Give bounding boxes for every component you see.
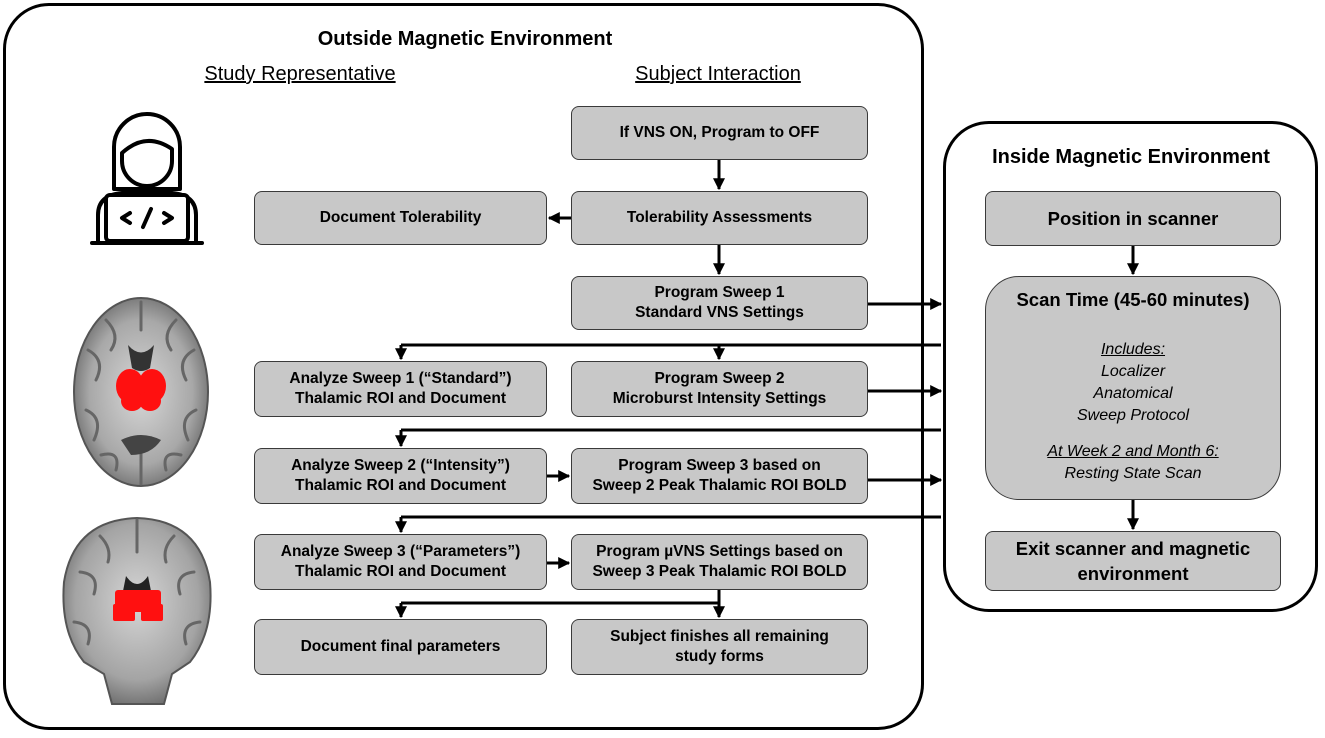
includes-item: Anatomical: [1093, 385, 1173, 402]
includes-item: Sweep Protocol: [1076, 407, 1190, 424]
study-representative-heading: Study Representative: [204, 63, 396, 85]
includes-item: Localizer: [1100, 363, 1166, 380]
program-sweep-1-line2: Standard VNS Settings: [635, 304, 804, 321]
document-final-parameters-label: Document final parameters: [300, 638, 501, 655]
vns-off-label: If VNS ON, Program to OFF: [619, 124, 820, 141]
analyze-sweep-1-line2: Thalamic ROI and Document: [294, 390, 506, 407]
coronal-brain-image: [62, 516, 212, 705]
analyze-sweep-2-box: Analyze Sweep 2 (“Intensity”) Thalamic R…: [254, 448, 547, 504]
resting-state-item: Resting State Scan: [1064, 465, 1202, 482]
scan-time-title: Scan Time (45-60 minutes): [1016, 289, 1250, 310]
program-uvns-line2: Sweep 3 Peak Thalamic ROI BOLD: [592, 563, 847, 580]
program-sweep-3-line2: Sweep 2 Peak Thalamic ROI BOLD: [592, 477, 847, 494]
analyze-sweep-2-line1: Analyze Sweep 2 (“Intensity”): [291, 457, 510, 474]
analyze-sweep-3-box: Analyze Sweep 3 (“Parameters”) Thalamic …: [254, 534, 547, 590]
program-sweep-3-box: Program Sweep 3 based on Sweep 2 Peak Th…: [571, 448, 868, 504]
inside-title: Inside Magnetic Environment: [992, 146, 1270, 168]
subject-interaction-heading: Subject Interaction: [635, 63, 801, 85]
scan-time-box: Scan Time (45-60 minutes) Includes: Loca…: [985, 276, 1281, 500]
laptop-user-icon: [90, 112, 204, 245]
document-tolerability-box: Document Tolerability: [254, 191, 547, 245]
analyze-sweep-3-line2: Thalamic ROI and Document: [294, 563, 506, 580]
program-sweep-2-line2: Microburst Intensity Settings: [612, 390, 827, 407]
position-in-scanner-label: Position in scanner: [1047, 208, 1219, 229]
program-sweep-1-line1: Program Sweep 1: [654, 284, 785, 301]
analyze-sweep-3-line1: Analyze Sweep 3 (“Parameters”): [280, 543, 521, 560]
program-uvns-line1: Program µVNS Settings based on: [596, 543, 843, 560]
week-month-heading: At Week 2 and Month 6:: [1047, 443, 1219, 460]
position-in-scanner-box: Position in scanner: [985, 191, 1281, 246]
subject-finishes-line2: study forms: [675, 648, 764, 665]
program-sweep-3-line1: Program Sweep 3 based on: [618, 457, 821, 474]
includes-heading: Includes:: [1100, 341, 1166, 358]
subject-finishes-line1: Subject finishes all remaining: [610, 628, 829, 645]
tolerability-assessments-label: Tolerability Assessments: [626, 209, 813, 226]
tolerability-assessments-box: Tolerability Assessments: [571, 191, 868, 245]
outside-title: Outside Magnetic Environment: [317, 28, 613, 50]
axial-brain-image: [73, 297, 209, 487]
exit-scanner-line2: environment: [1077, 563, 1189, 584]
exit-scanner-box: Exit scanner and magnetic environment: [985, 531, 1281, 591]
vns-off-box: If VNS ON, Program to OFF: [571, 106, 868, 160]
analyze-sweep-2-line2: Thalamic ROI and Document: [294, 477, 506, 494]
program-sweep-2-box: Program Sweep 2 Microburst Intensity Set…: [571, 361, 868, 417]
subject-finishes-box: Subject finishes all remaining study for…: [571, 619, 868, 675]
analyze-sweep-1-line1: Analyze Sweep 1 (“Standard”): [289, 370, 512, 387]
exit-scanner-line1: Exit scanner and magnetic: [1015, 538, 1251, 559]
analyze-sweep-1-box: Analyze Sweep 1 (“Standard”) Thalamic RO…: [254, 361, 547, 417]
program-uvns-box: Program µVNS Settings based on Sweep 3 P…: [571, 534, 868, 590]
document-tolerability-label: Document Tolerability: [319, 209, 482, 226]
program-sweep-1-box: Program Sweep 1 Standard VNS Settings: [571, 276, 868, 330]
document-final-parameters-box: Document final parameters: [254, 619, 547, 675]
program-sweep-2-line1: Program Sweep 2: [654, 370, 785, 387]
